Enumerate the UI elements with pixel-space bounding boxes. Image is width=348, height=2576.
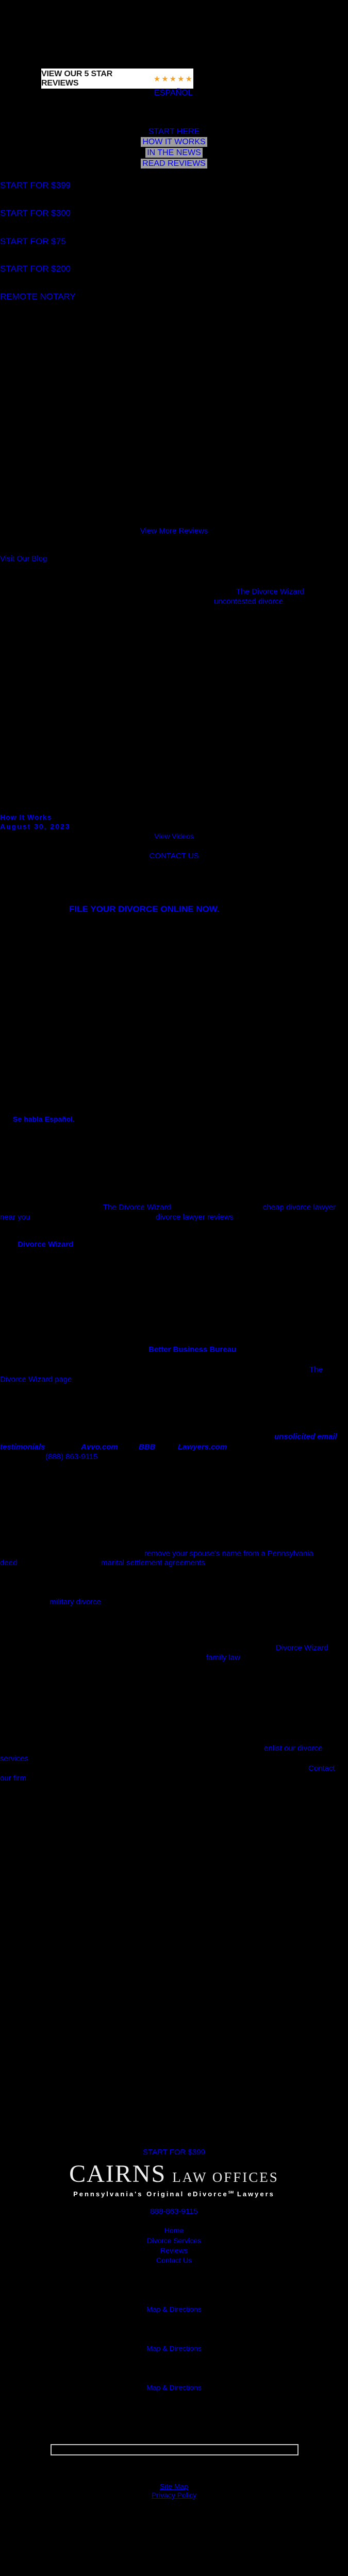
site-map-link[interactable]: Site Map xyxy=(159,2482,189,2490)
logo-tagline-suffix: Lawyers xyxy=(237,2190,275,2198)
footer-menu-home[interactable]: Home xyxy=(164,2226,184,2234)
the-divorce-wizard-page-link-part2[interactable]: Divorce Wizard page xyxy=(0,1375,72,1384)
contact-our-firm-link-part2[interactable]: our firm xyxy=(0,1774,26,1783)
logo-suffix-text: LAW OFFICES xyxy=(172,2170,279,2185)
contact-our-firm-link-part1[interactable]: Contact xyxy=(308,1764,335,1773)
bbb-link[interactable]: BBB xyxy=(139,1443,156,1451)
view-more-reviews-link[interactable]: View More Reviews xyxy=(140,527,208,535)
military-divorce-link[interactable]: military divorce xyxy=(49,1598,102,1606)
news-title-link[interactable]: How It Works xyxy=(0,813,52,821)
contact-us-link[interactable]: CONTACT US xyxy=(149,852,199,860)
near-you-link[interactable]: near you xyxy=(0,1213,30,1222)
cairns-logo[interactable]: CAIRNS LAW OFFICES Pennsylvania's Origin… xyxy=(0,2160,348,2198)
logo-tagline-prefix: Pennsylvania's Original eDivorce xyxy=(73,2190,228,2198)
enlist-divorce-services-link-part1[interactable]: enlist our divorce xyxy=(264,1744,323,1753)
divorce-lawyer-reviews-link[interactable]: divorce lawyer reviews xyxy=(156,1213,234,1222)
news-date: August 30, 2023 xyxy=(0,822,71,831)
family-law-link[interactable]: family law xyxy=(206,1653,240,1662)
view-videos-link[interactable]: View Videos xyxy=(154,832,194,840)
unsolicited-email-link[interactable]: unsolicited email xyxy=(274,1432,337,1441)
better-business-bureau-link[interactable]: Better Business Bureau xyxy=(148,1345,237,1354)
deed-link[interactable]: deed xyxy=(0,1558,18,1567)
enlist-divorce-services-link-part2[interactable]: services xyxy=(0,1754,29,1763)
divorce-wizard-link[interactable]: The Divorce Wizard xyxy=(236,587,304,596)
file-divorce-cta-link[interactable]: FILE YOUR DIVORCE ONLINE NOW. xyxy=(69,904,220,914)
cheap-divorce-lawyer-link[interactable]: cheap divorce lawyer xyxy=(263,1203,336,1212)
remove-spouse-name-link[interactable]: remove your spouse's name from a Pennsyl… xyxy=(144,1549,314,1558)
uncontested-divorce-link[interactable]: uncontested divorce xyxy=(214,597,284,606)
visit-blog-link[interactable]: Visit Our Blog xyxy=(0,554,47,563)
map-directions-link-1[interactable]: Map & Directions xyxy=(146,2305,202,2313)
pricing-link-75[interactable]: START FOR $75 xyxy=(0,236,66,246)
testimonials-link[interactable]: testimonials xyxy=(0,1443,45,1451)
five-star-icon: ★★★★★ xyxy=(153,74,193,83)
map-directions-link-2[interactable]: Map & Directions xyxy=(146,2344,202,2352)
divorce-wizard-inline-link[interactable]: The Divorce Wizard xyxy=(103,1203,171,1212)
pricing-link-399[interactable]: START FOR $399 xyxy=(0,180,71,190)
espanol-link[interactable]: ESPAÑOL xyxy=(154,89,193,97)
footer-phone-link[interactable]: 888-863-9115 xyxy=(150,2207,198,2216)
pricing-link-300[interactable]: START FOR $300 xyxy=(0,208,71,218)
map-directions-link-3[interactable]: Map & Directions xyxy=(146,2383,202,2392)
nav-how-it-works[interactable]: HOW IT WORKS xyxy=(141,137,207,147)
the-divorce-wizard-page-link-part1[interactable]: The xyxy=(309,1365,323,1374)
reviews-banner-label: VIEW OUR 5 STAR REVIEWS xyxy=(41,69,113,88)
pricing-link-200[interactable]: START FOR $200 xyxy=(0,264,71,274)
divorce-wizard-bold-link[interactable]: Divorce Wizard xyxy=(18,1240,74,1249)
footer-menu-contact-us[interactable]: Contact Us xyxy=(156,2256,192,2264)
footer-menu-divorce-services[interactable]: Divorce Services xyxy=(146,2236,202,2245)
marital-settlement-link[interactable]: marital settlement agreements xyxy=(101,1558,205,1567)
footer-start-399-link[interactable]: START FOR $399 xyxy=(143,2148,205,2157)
lawyers-com-link[interactable]: Lawyers.com xyxy=(178,1443,227,1451)
logo-tagline: Pennsylvania's Original eDivorceSM Lawye… xyxy=(0,2190,348,2198)
privacy-policy-link[interactable]: Privacy Policy xyxy=(151,2491,197,2499)
reviews-banner[interactable]: VIEW OUR 5 STAR REVIEWS ★★★★★ xyxy=(41,69,193,89)
avvo-link[interactable]: Avvo.com xyxy=(81,1443,118,1451)
embedded-frame-placeholder xyxy=(51,2444,299,2455)
logo-tagline-sm-mark: SM xyxy=(228,2191,234,2195)
nav-in-the-news[interactable]: IN THE NEWS xyxy=(145,148,203,158)
se-habla-espanol-link[interactable]: Se habla Español. xyxy=(13,1115,75,1123)
logo-name-text: CAIRNS xyxy=(69,2160,167,2188)
nav-start-here[interactable]: START HERE xyxy=(148,127,200,136)
nav-read-reviews[interactable]: READ REVIEWS xyxy=(141,159,207,168)
pricing-link-remote-notary[interactable]: REMOTE NOTARY xyxy=(0,292,76,301)
footer-menu-reviews[interactable]: Reviews xyxy=(160,2246,188,2255)
phone-link[interactable]: (888) 863-9115 xyxy=(45,1452,98,1461)
divorce-wizard-link-2[interactable]: Divorce Wizard xyxy=(276,1643,328,1652)
